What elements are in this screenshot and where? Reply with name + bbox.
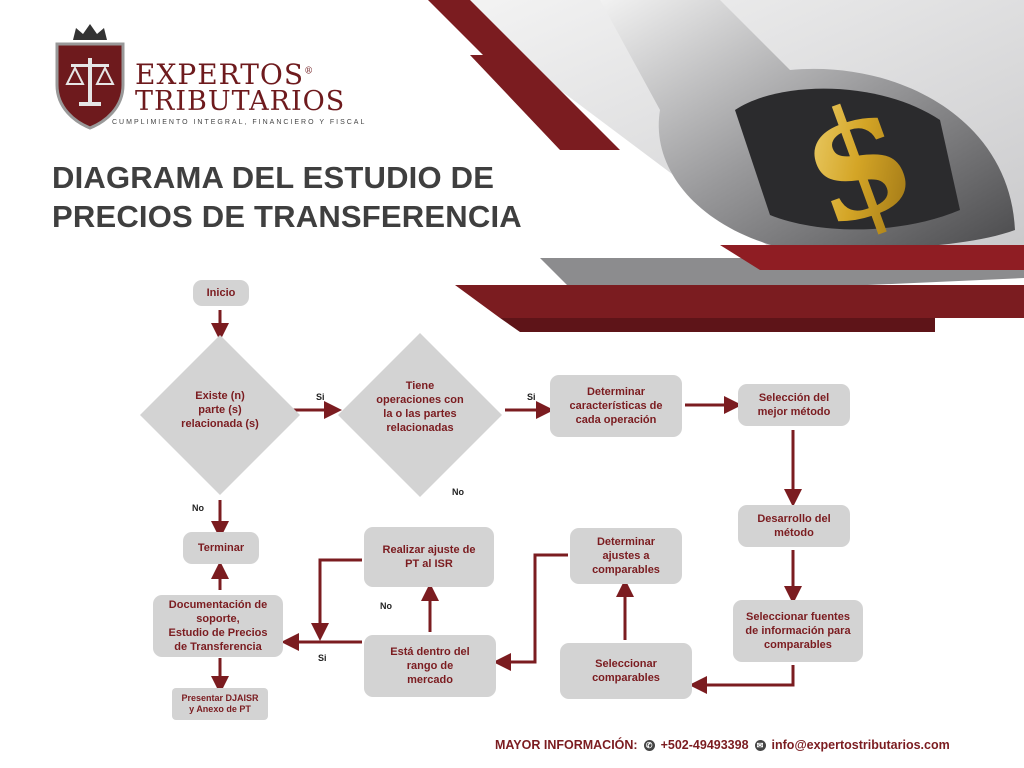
label-yes-2: Si [527,392,536,402]
decision-diamond-1 [140,335,300,495]
end-box: Terminar [183,532,259,564]
label-no-2: No [452,487,464,497]
shield-icon [55,42,125,130]
isr-adjustment-box: Realizar ajuste de PT al ISR [364,527,494,587]
contact-footer: MAYOR INFORMACIÓN: ✆ +502-49493398 ✉ inf… [495,738,950,752]
scales-of-justice-icon [65,58,115,106]
phone-icon: ✆ [643,739,655,751]
best-method-box: Selección del mejor método [738,384,850,426]
start-box: Inicio [193,280,249,306]
characteristics-box: Determinar características de cada opera… [550,375,682,437]
dark-stripe [500,318,935,332]
label-no-3: No [380,601,392,611]
method-development-box: Desarrollo del método [738,505,850,547]
footer-phone[interactable]: +502-49493398 [660,738,749,752]
documentation-box: Documentación de soporte, Estudio de Pre… [153,595,283,657]
label-yes-1: Si [316,392,325,402]
select-comparables-box: Seleccionar comparables [560,643,692,699]
logo-name-line2: TRIBUTARIOS [135,86,346,117]
market-range-box: Está dentro del rango de mercado [364,635,496,697]
page-title-line1: DIAGRAMA DEL ESTUDIO DE [52,160,495,195]
page-title-line2: PRECIOS DE TRANSFERENCIA [52,199,522,234]
djaisr-box: Presentar DJAISR y Anexo de PT [172,688,268,720]
logo-tagline: CUMPLIMIENTO INTEGRAL, FINANCIERO Y FISC… [112,119,367,126]
header-graphic: $ [428,0,1024,332]
registered-mark: ® [304,66,315,77]
label-yes-3: Si [318,653,327,663]
decision-diamond-2 [338,333,502,497]
label-no-1: No [192,503,204,513]
mail-icon: ✉ [754,739,766,751]
sources-box: Seleccionar fuentes de información para … [733,600,863,662]
decision-related-parties: Existe (n) parte (s) relacionada (s) [181,390,259,430]
footer-label: MAYOR INFORMACIÓN: [495,738,638,752]
footer-email[interactable]: info@expertostributarios.com [771,738,950,752]
decision-operations: Tiene operaciones con la o las partes re… [376,380,464,434]
red-stripe [455,285,1024,318]
red-stripe [720,245,1024,270]
logo-name-line1: EXPERTOS® [135,58,315,91]
adjustments-box: Determinar ajustes a comparables [570,528,682,584]
red-slash [470,55,610,150]
wrench-dollar-icon: $ [600,0,1015,264]
crown-icon [73,24,107,40]
